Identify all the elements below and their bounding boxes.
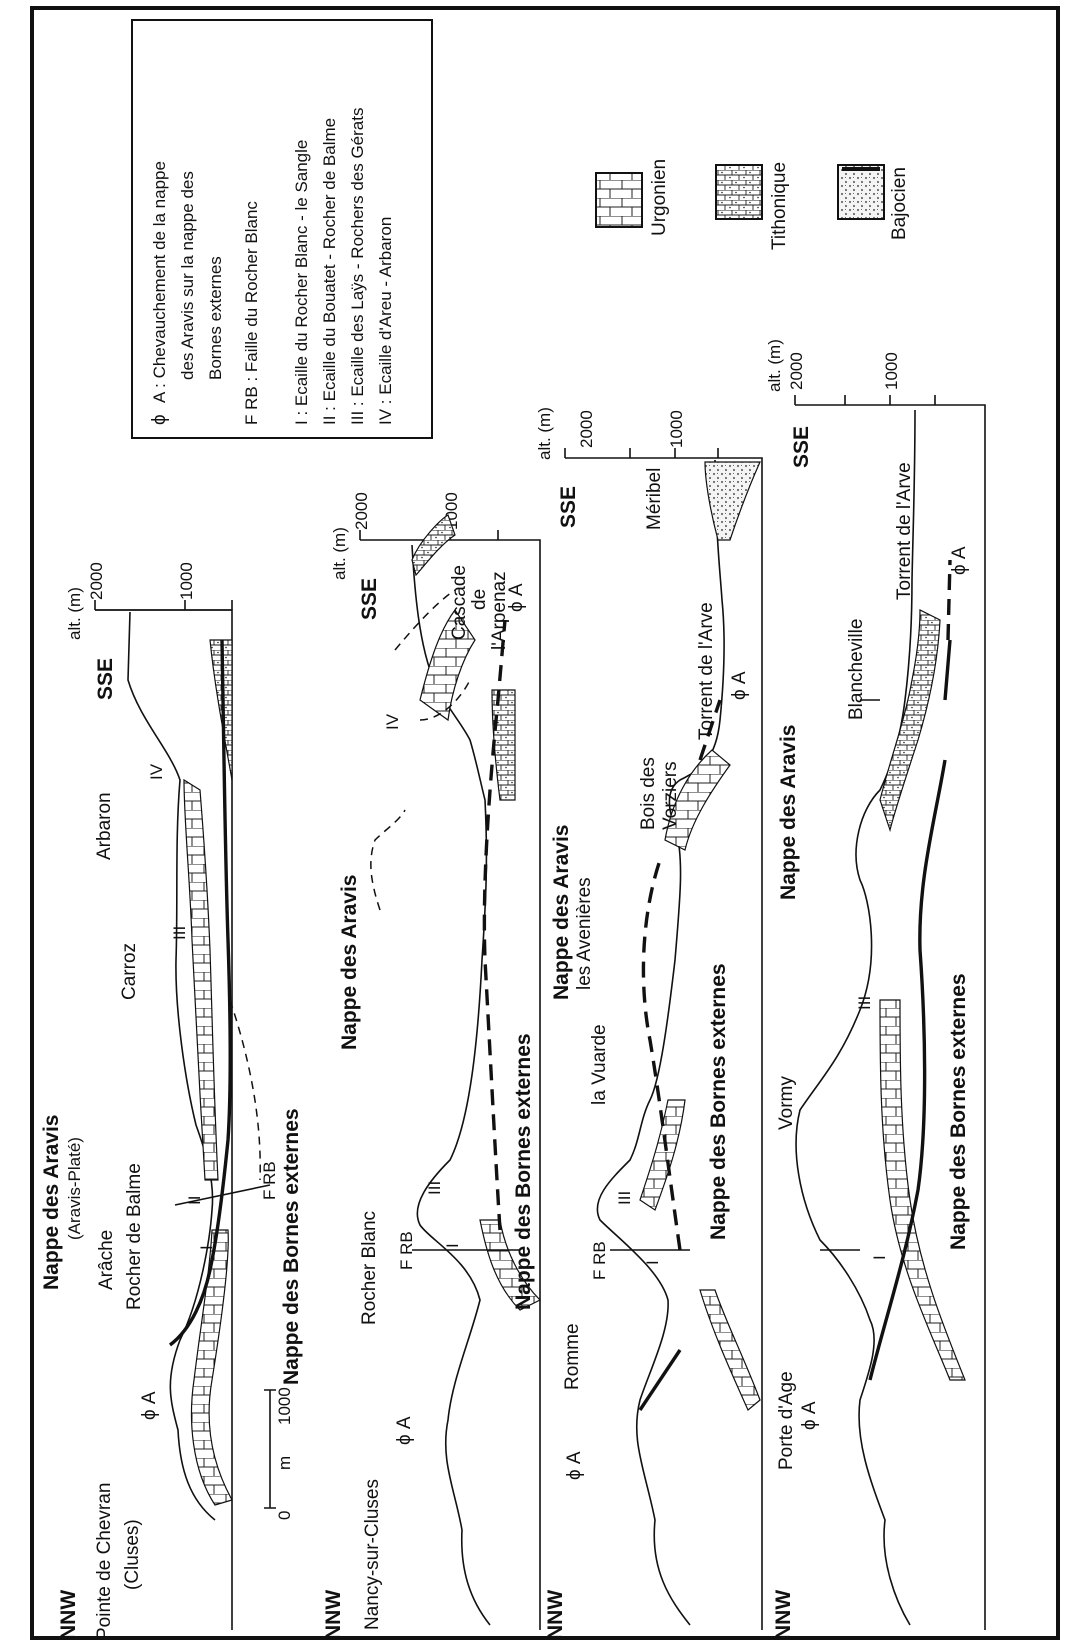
- section2-alt-label: alt. (m): [330, 527, 349, 580]
- section1-nappe-aravis: Nappe des Aravis: [40, 1115, 63, 1290]
- section1-place-rocher-de-balme: Rocher de Balme: [124, 1163, 145, 1310]
- section2-frb: F RB: [397, 1231, 416, 1270]
- section1-nappe-aravis-sub: (Aravis-Platé): [65, 1137, 84, 1240]
- section4-phi-a-left: ϕ A: [799, 1401, 820, 1430]
- legend-ecaille-3: III : Ecaille des Laÿs - Rochers des Gér…: [348, 108, 367, 425]
- section4-alt-label: alt. (m): [765, 339, 784, 392]
- section1-nnw: NNW: [57, 1590, 80, 1640]
- section4-alt-2000: 2000: [787, 352, 806, 390]
- section3-phi-a-right: ϕ A: [729, 671, 750, 700]
- section1-roman-1: I: [197, 1245, 216, 1250]
- section2-place-cascade: Cascade: [449, 565, 470, 640]
- section4-place-vormy: Vormy: [776, 1076, 797, 1130]
- scale-1000: 1000: [275, 1387, 294, 1425]
- bajocien-label: Bajocien: [889, 167, 910, 240]
- section3-place-bois-des: Bois des: [638, 757, 659, 830]
- legend-ecaille-4: IV : Ecaille d'Areu - Arbaron: [376, 217, 395, 425]
- section3-place-torrent-arve: Torrent de l'Arve: [696, 602, 717, 740]
- section3-roman-3: III: [615, 1191, 634, 1205]
- urgonien-swatch: [596, 173, 642, 227]
- section2-nappe-bornes: Nappe des Bornes externes: [512, 1033, 535, 1310]
- section4-nappe-aravis: Nappe des Aravis: [777, 725, 800, 900]
- section3-phi-a-left: ϕ A: [564, 1451, 585, 1480]
- tithonique-label: Tithonique: [769, 162, 790, 250]
- section3-nnw: NNW: [544, 1590, 567, 1640]
- section2-nappe-aravis: Nappe des Aravis: [338, 875, 361, 1050]
- section4-sse: SSE: [790, 426, 813, 468]
- section2-place-rocher-blanc: Rocher Blanc: [359, 1211, 380, 1325]
- section2-place-nancy: Nancy-sur-Cluses: [362, 1479, 383, 1630]
- section1-place-cluses: (Cluses): [122, 1519, 143, 1590]
- section2-place-de: de: [469, 589, 490, 610]
- section1-nappe-bornes: Nappe des Bornes externes: [280, 1108, 303, 1385]
- section3-place-meribel: Méribel: [644, 468, 665, 530]
- section1-place-pointe-de-chevran: Pointe de Chevran: [94, 1483, 115, 1640]
- section2-phi-a: ϕ A: [394, 1416, 415, 1445]
- section2-alt-2000: 2000: [352, 492, 371, 530]
- section1-frb: F RB: [260, 1161, 279, 1200]
- section2-sse: SSE: [358, 578, 381, 620]
- section3-place-vorziers: Vorziers: [660, 761, 681, 830]
- section2-roman-4: IV: [383, 713, 402, 730]
- bajocien-swatch: [838, 165, 884, 219]
- legend-ecaille-1: I : Ecaille du Rocher Blanc - le Sangle: [292, 140, 311, 425]
- section1-place-arbaron: Arbaron: [94, 792, 115, 860]
- legend-phi-a-line1: A : Chevauchement de la nappe: [150, 161, 169, 403]
- section4-place-torrent-arve: Torrent de l'Arve: [894, 462, 915, 600]
- section4-place-porte-dage: Porte d'Age: [776, 1371, 797, 1470]
- section1-alt-1000: 1000: [177, 562, 196, 600]
- section3-alt-label: alt. (m): [535, 407, 554, 460]
- scale-m: m: [275, 1456, 294, 1470]
- section4-nappe-bornes: Nappe des Bornes externes: [947, 973, 970, 1250]
- section2-roman-3: III: [425, 1181, 444, 1195]
- section4-roman-1: I: [870, 1255, 889, 1260]
- section1-alt-label: alt. (m): [65, 587, 84, 640]
- section3-nappe-bornes: Nappe des Bornes externes: [707, 963, 730, 1240]
- section3-place-romme: Romme: [562, 1323, 583, 1390]
- tithonique-swatch: [716, 165, 762, 219]
- section1-roman-2: II: [185, 1196, 204, 1205]
- section4-roman-3: III: [855, 996, 874, 1010]
- section3-sse: SSE: [557, 486, 580, 528]
- section1-place-arache: Arâche: [96, 1230, 117, 1290]
- section4-phi-a-right: ϕ A: [949, 546, 970, 575]
- section4-alt-1000: 1000: [882, 352, 901, 390]
- section1-sse: SSE: [94, 658, 117, 700]
- legend-phi-a-line3: Bornes externes: [206, 256, 225, 380]
- urgonien-label: Urgonien: [649, 159, 670, 236]
- section3-nappe-aravis: Nappe des Aravis: [550, 825, 573, 1000]
- section2-phi-a-right: ϕ A: [506, 583, 527, 612]
- scale-0: 0: [275, 1511, 294, 1520]
- section1-phi-a: ϕ A: [139, 1391, 160, 1420]
- section3-frb: F RB: [590, 1241, 609, 1280]
- section4-place-blancheville: Blancheville: [846, 619, 867, 720]
- section3-place-avenieres: les Avenières: [574, 877, 595, 990]
- legend-frb: F RB : Faille du Rocher Blanc: [242, 201, 261, 425]
- section1-roman-3: III: [170, 926, 189, 940]
- legend-phi-a-line2: des Aravis sur la nappe des: [178, 171, 197, 380]
- section1-alt-2000: 2000: [87, 562, 106, 600]
- section3-roman-1: I: [643, 1260, 662, 1265]
- section3-place-la-vuarde: la Vuarde: [589, 1024, 610, 1105]
- section3-alt-2000: 2000: [577, 410, 596, 448]
- section1-roman-4: IV: [147, 763, 166, 780]
- section4-nnw: NNW: [772, 1590, 795, 1640]
- section3-alt-1000: 1000: [667, 410, 686, 448]
- section2-nnw: NNW: [322, 1590, 345, 1640]
- legend-phi-symbol: ϕ: [149, 414, 170, 425]
- section1-place-carroz: Carroz: [119, 943, 140, 1000]
- section2-roman-1: I: [443, 1243, 462, 1248]
- legend-ecaille-2: II : Ecaille du Bouatet - Rocher de Balm…: [320, 118, 339, 425]
